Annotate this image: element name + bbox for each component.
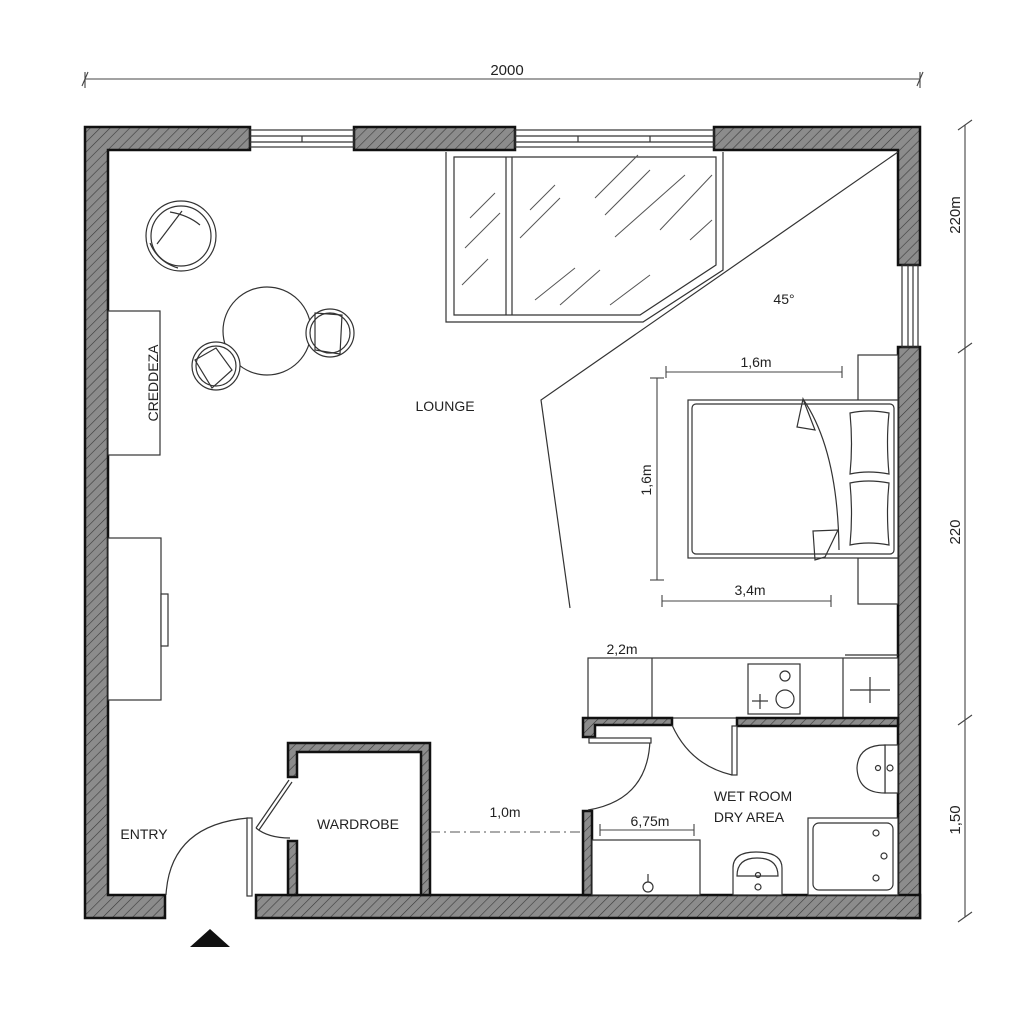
armchair-round — [145, 200, 217, 272]
wall-bottom — [254, 893, 922, 920]
window-top-left — [249, 129, 355, 148]
dimension-right-top-label: 220m — [947, 196, 964, 234]
bath-zone-dimension-label: 6,75m — [631, 813, 670, 829]
bed-width-label: 1,6m — [740, 354, 771, 370]
door-bath-to-corridor — [587, 737, 652, 811]
glass-enclosure — [445, 152, 724, 323]
room-label-wet-room: WET ROOM — [714, 788, 792, 804]
bed-length-label: 1,6m — [638, 464, 654, 495]
dimension-top-label: 2000 — [490, 62, 523, 79]
dimension-top: 2000 — [81, 62, 924, 88]
washbasin-right — [856, 744, 886, 794]
door-kitchen-to-bath — [671, 724, 738, 776]
dining-chair-right — [305, 308, 355, 358]
bathroom-fixtures: 6,75m — [591, 744, 899, 896]
wall-top-right — [712, 125, 922, 267]
room-label-lounge: LOUNGE — [415, 398, 474, 414]
room-label-dry-area: DRY AREA — [714, 809, 785, 825]
window-right — [901, 264, 919, 348]
cooktop — [747, 663, 801, 715]
kitchen-counter: 2,2m — [587, 641, 899, 719]
bed-dimensions: 1,6m 1,6m 3,4m — [638, 354, 843, 607]
corridor-dimension-label: 1,0m — [489, 804, 520, 820]
angle-label: 45° — [773, 291, 794, 307]
washbasin-bottom — [732, 851, 783, 896]
bed — [687, 354, 899, 605]
diagonal-partition: 45° — [540, 151, 899, 609]
exterior-walls — [83, 125, 922, 920]
entrance-arrow-icon — [190, 929, 230, 947]
window-top-right — [514, 129, 715, 148]
kitchen-dimension-label: 2,2m — [606, 641, 637, 657]
dimension-right-bottom-label: 1,50 — [947, 805, 964, 834]
dining-chair-left — [191, 341, 241, 391]
dimension-right-middle-label: 220 — [947, 519, 964, 544]
wall-top-middle — [352, 125, 517, 152]
dimension-right: 220m 220 1,50 — [947, 119, 973, 923]
door-wardrobe — [255, 779, 293, 839]
desk — [107, 537, 169, 701]
credenza: CREDDEZA — [107, 310, 161, 456]
toilet-area — [591, 839, 701, 896]
room-label-entry: ENTRY — [120, 826, 168, 842]
bed-zone-label: 3,4m — [734, 582, 765, 598]
wall-right-lower — [896, 345, 922, 920]
shower-tray — [807, 817, 899, 896]
credenza-label: CREDDEZA — [145, 344, 161, 422]
door-entry — [165, 817, 253, 897]
room-label-wardrobe: WARDROBE — [317, 816, 399, 832]
corridor-dimension: 1,0m — [430, 804, 583, 833]
